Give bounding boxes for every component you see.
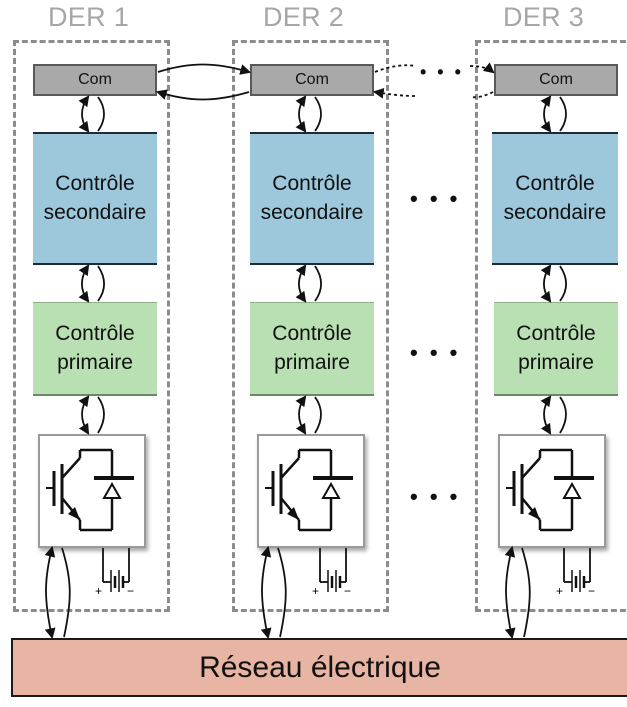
der-3-com-box: Com <box>494 64 618 96</box>
vertical-arrow <box>314 265 322 302</box>
grid-link-arrow <box>61 547 71 638</box>
grid-link-arrow <box>44 545 56 640</box>
vertical-arrow <box>295 264 307 303</box>
vertical-arrow <box>314 96 322 132</box>
igbt-diode-icon <box>265 448 353 532</box>
der-3-frame <box>475 40 627 612</box>
vertical-arrow <box>540 95 552 133</box>
der-1-battery: + − <box>95 548 137 600</box>
com-link-arrow <box>157 63 252 75</box>
vertical-arrow <box>559 96 567 132</box>
der-2-com-box: Com <box>250 64 374 96</box>
vertical-arrow <box>559 396 567 434</box>
der-2-converter <box>257 434 365 548</box>
battery-icon <box>102 548 130 592</box>
vertical-arrow <box>78 395 90 435</box>
vertical-arrow <box>314 396 322 434</box>
vertical-arrow <box>559 265 567 302</box>
der-1-secondary-control: Contrôle secondaire <box>33 132 157 265</box>
der-1-com-box: Com <box>33 64 157 96</box>
der-3-secondary-control: Contrôle secondaire <box>492 132 618 265</box>
der-1-converter <box>38 434 146 548</box>
der-3-title: DER 3 <box>503 2 585 32</box>
battery-plus-label: + <box>312 584 320 598</box>
ellipsis-converter: • • • <box>410 484 461 509</box>
grid-link-arrow <box>260 545 272 640</box>
vertical-arrow <box>540 264 552 303</box>
battery-icon <box>563 548 591 592</box>
der-2-primary-label: Contrôle primaire <box>272 322 352 374</box>
com-link-arrow <box>372 87 416 99</box>
com-link-arrow <box>155 89 250 101</box>
der-1-primary-label: Contrôle primaire <box>55 322 135 374</box>
grid-link-arrow <box>277 547 287 638</box>
vertical-arrow <box>295 395 307 435</box>
igbt-diode-icon <box>46 448 134 532</box>
vertical-arrow <box>97 396 105 434</box>
battery-plus-label: + <box>95 584 103 598</box>
vertical-arrow <box>78 95 90 133</box>
vertical-arrow <box>78 264 90 303</box>
der-3-secondary-label: Contrôle secondaire <box>503 172 607 224</box>
battery-minus-label: − <box>588 584 596 598</box>
ellipsis-primary: • • • <box>410 340 461 365</box>
com-link-arrow <box>469 62 495 74</box>
der-2-frame <box>232 40 389 612</box>
der-2-primary-control: Contrôle primaire <box>250 302 374 396</box>
battery-plus-label: + <box>556 584 564 598</box>
battery-minus-label: − <box>127 584 135 598</box>
der-1-secondary-label: Contrôle secondaire <box>43 172 147 224</box>
vertical-arrow <box>540 395 552 435</box>
der-2-secondary-label: Contrôle secondaire <box>260 172 364 224</box>
grid-link-arrow <box>504 545 516 640</box>
vertical-arrow <box>97 96 105 132</box>
der-3-primary-control: Contrôle primaire <box>494 302 618 396</box>
igbt-diode-icon <box>506 448 594 532</box>
electrical-grid-bar: Réseau électrique <box>11 638 627 697</box>
der-2-secondary-control: Contrôle secondaire <box>250 132 374 265</box>
grid-link-arrow <box>521 547 531 638</box>
battery-minus-label: − <box>344 584 352 598</box>
com-link-arrow <box>469 91 494 99</box>
der-1-frame <box>13 40 170 612</box>
der-2-battery: + − <box>312 548 354 600</box>
vertical-arrow <box>97 265 105 302</box>
vertical-arrow <box>295 95 307 133</box>
com-link-arrow <box>374 64 416 73</box>
der-3-primary-label: Contrôle primaire <box>516 322 596 374</box>
electrical-grid-label: Réseau électrique <box>199 650 441 684</box>
der-1-title: DER 1 <box>48 2 130 32</box>
battery-icon <box>319 548 347 592</box>
der-3-converter <box>498 434 606 548</box>
der-2-title: DER 2 <box>263 2 345 32</box>
der-3-battery: + − <box>556 548 598 600</box>
ellipsis-secondary: • • • <box>410 186 461 211</box>
der-1-primary-control: Contrôle primaire <box>33 302 157 396</box>
ellipsis-com: • • • <box>420 62 464 82</box>
